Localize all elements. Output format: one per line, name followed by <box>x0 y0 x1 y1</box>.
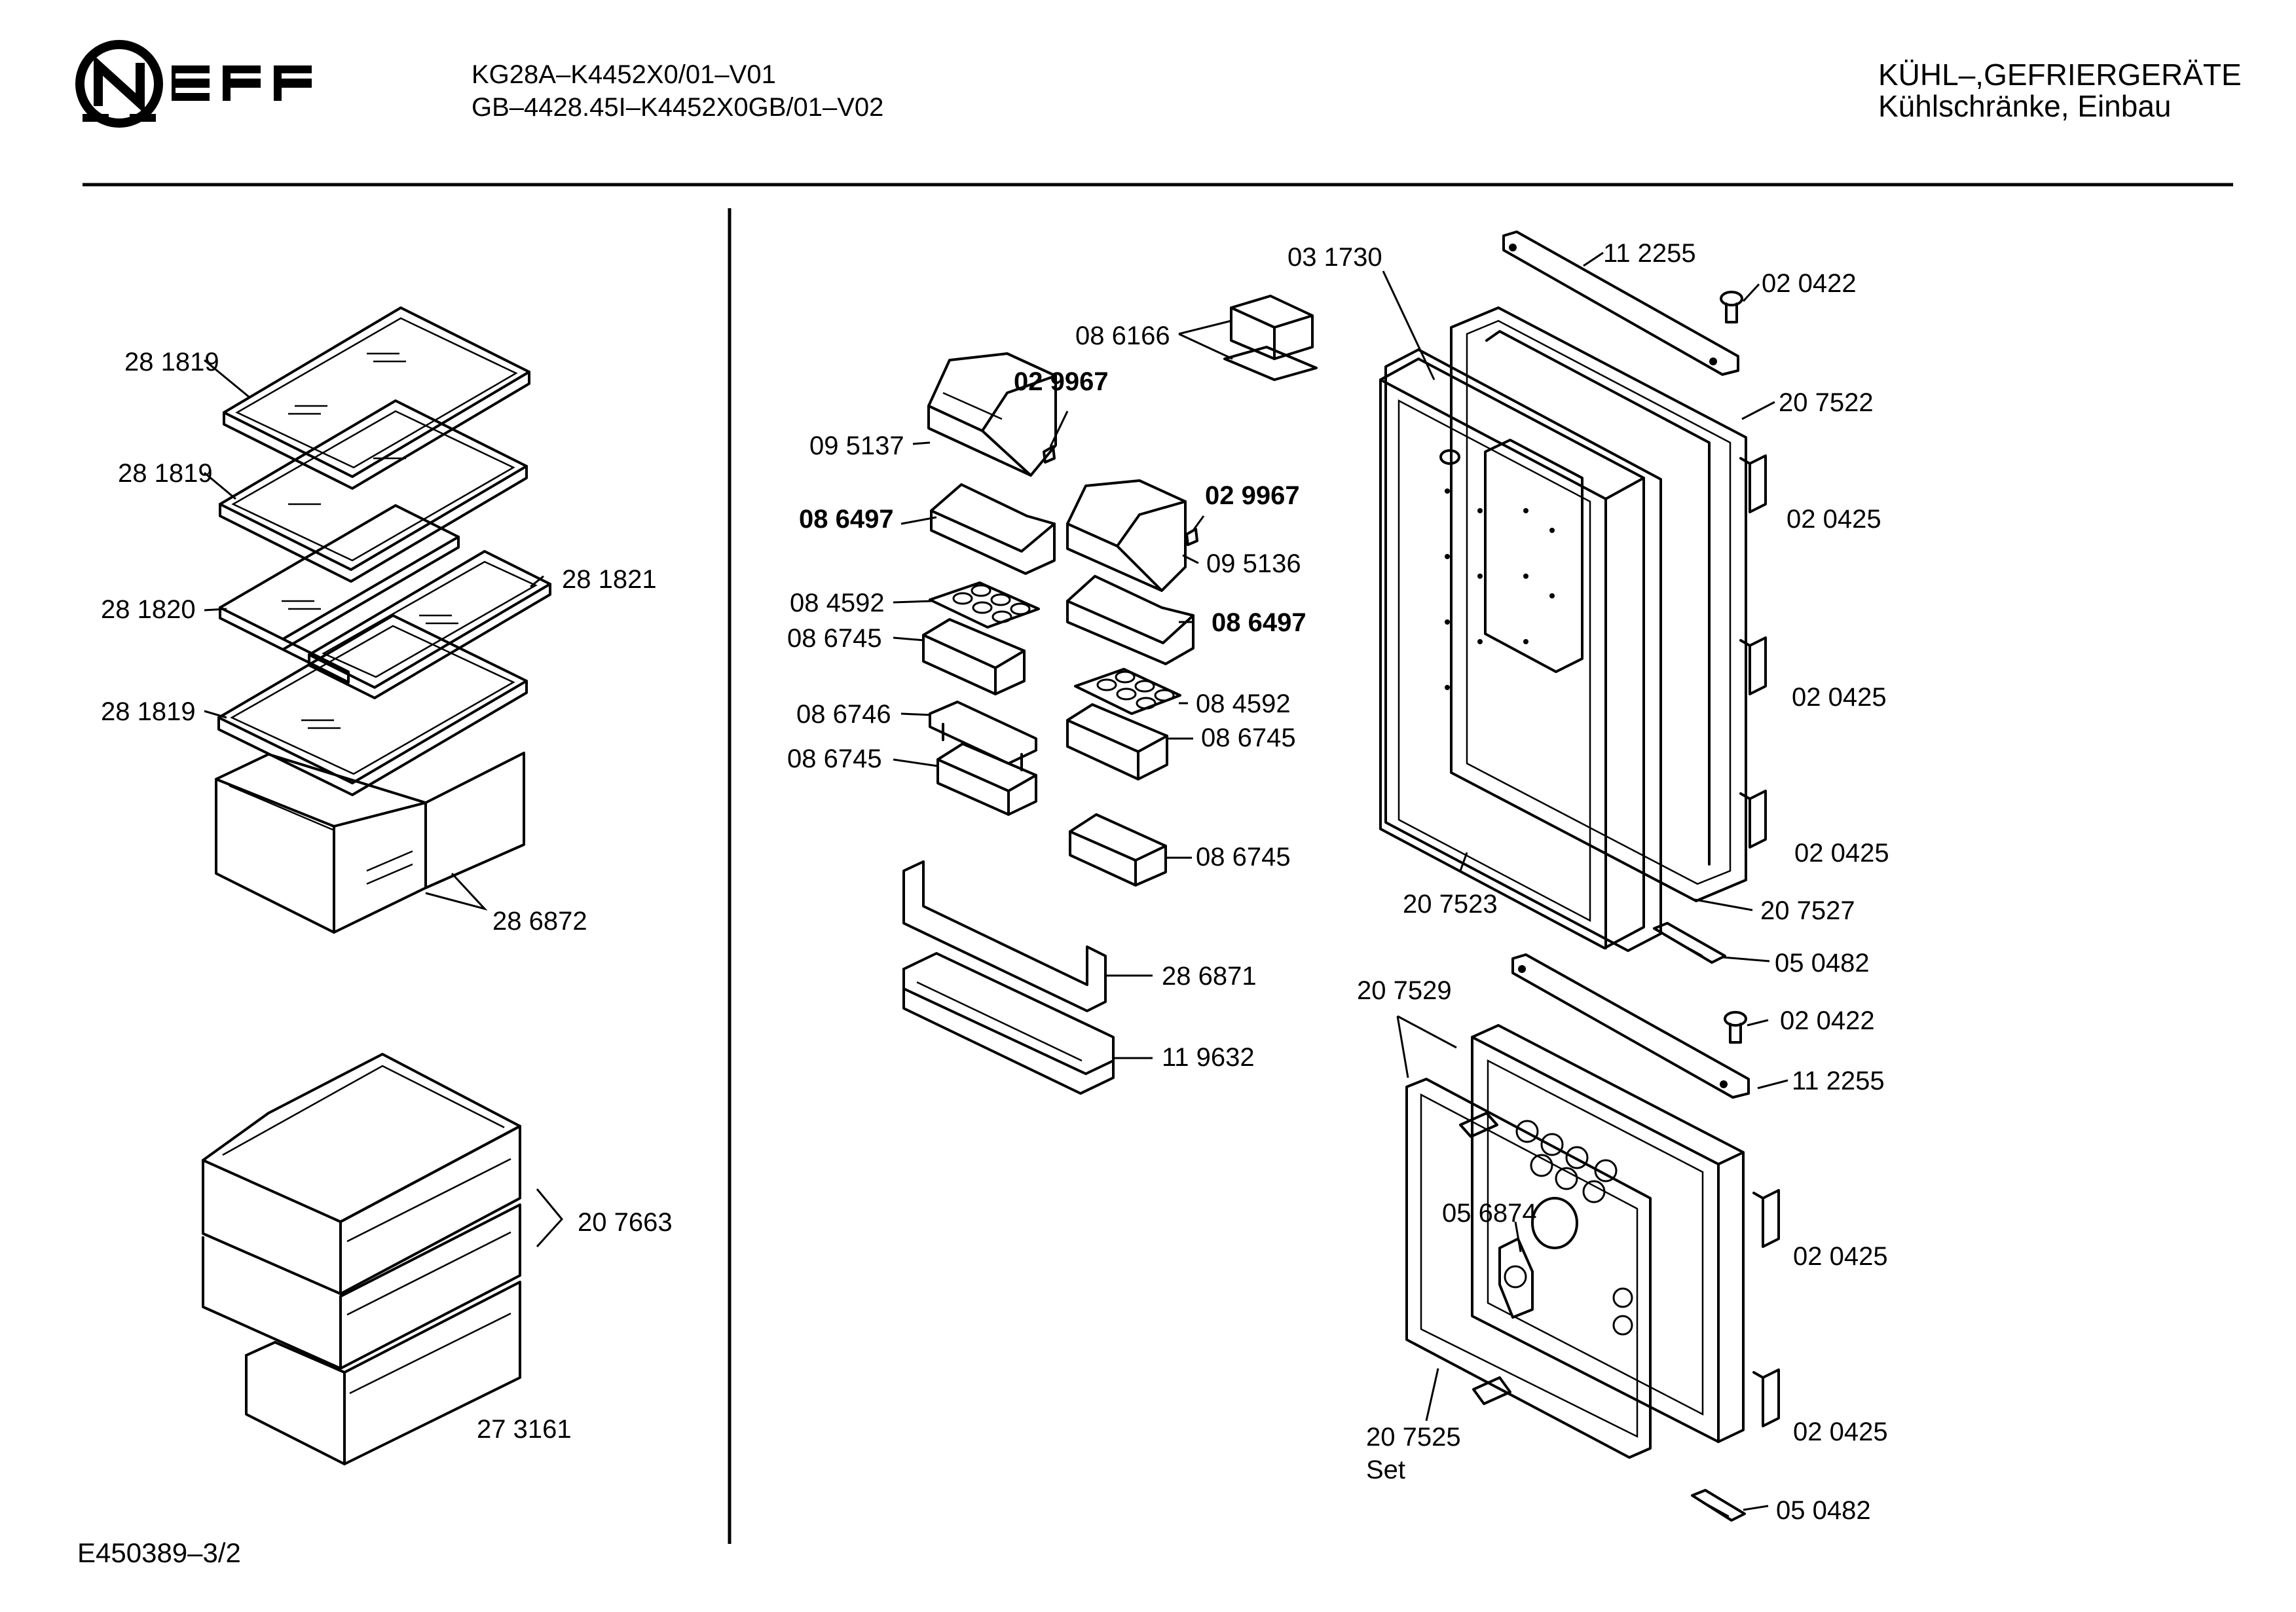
label-clip-1: 02 0425 <box>1787 505 1881 534</box>
freezer-drawers <box>202 1053 521 1465</box>
label-egg-tray-1: 08 4592 <box>790 589 885 617</box>
door-shelf-right <box>1066 575 1194 665</box>
label-shelf-bottom: 28 1819 <box>101 697 196 726</box>
glass-shelf-2 <box>219 399 528 583</box>
label-shelf-split-left: 28 1820 <box>101 595 196 624</box>
bracket-bottom <box>1691 1489 1746 1522</box>
clips-upper <box>1739 454 1767 849</box>
label-screw-bottom: 02 0422 <box>1780 1006 1875 1035</box>
freezer-door-seal <box>1405 1078 1652 1459</box>
crisper-drawers <box>215 752 525 934</box>
label-butter-lid: 08 6166 <box>1075 321 1170 350</box>
left-leader-lines <box>204 359 563 1248</box>
middle-leader-lines <box>893 320 1233 1059</box>
label-hinge-bar-top: 11 2255 <box>1603 239 1696 268</box>
butter-compartment <box>1223 295 1318 381</box>
door-shelf-left <box>930 483 1056 575</box>
right-leader-lines <box>1382 251 1788 1511</box>
label-clip-4: 02 0425 <box>1793 1242 1888 1271</box>
hinge-bar-top <box>1502 230 1739 376</box>
door-bin-left <box>927 352 1057 477</box>
egg-holder-2 <box>936 742 1037 816</box>
door-bin-right <box>1066 479 1187 592</box>
split-shelf-right <box>308 550 551 699</box>
egg-holder-1 <box>922 618 1026 695</box>
bottle-shelf-guard <box>902 860 1107 1012</box>
clips-lower <box>1752 1189 1780 1427</box>
label-door-frame-top: 20 7522 <box>1779 388 1874 417</box>
label-door-inner-top: 20 7523 <box>1403 890 1498 919</box>
label-clip-3: 02 0425 <box>1794 839 1889 868</box>
split-shelf-left <box>219 504 460 684</box>
label-door-outer-top: 20 7527 <box>1760 896 1855 925</box>
label-freezer-door-frame: 20 7529 <box>1357 976 1452 1005</box>
label-shelf-top: 28 1819 <box>124 348 219 376</box>
label-egg-tray-2: 08 4592 <box>1196 689 1291 718</box>
label-bracket-top: 05 0482 <box>1775 949 1870 978</box>
label-bottle-holder: 08 6746 <box>796 700 891 729</box>
label-pin-1: 02 9967 <box>1014 367 1109 396</box>
label-clip-5: 02 0425 <box>1793 1418 1888 1446</box>
small-tray <box>1069 813 1167 887</box>
freezer-door <box>1471 1024 1745 1443</box>
label-shelf-left: 08 6497 <box>799 505 894 534</box>
door-frame-top <box>1450 306 1747 902</box>
glass-shelf-top <box>223 306 530 490</box>
label-seal-set: 20 7525 <box>1366 1423 1461 1452</box>
bottle-shelf <box>902 952 1115 1095</box>
bottle-holder <box>929 701 1037 771</box>
screw-bottom <box>1724 1011 1747 1044</box>
label-bracket-bottom: 05 0482 <box>1776 1496 1871 1525</box>
label-freezer-drawer: 20 7663 <box>578 1208 673 1237</box>
label-egg-holder-3: 08 6745 <box>1201 724 1296 752</box>
egg-tray-1 <box>929 581 1040 629</box>
door-pins <box>1043 445 1198 546</box>
label-shelf-2: 28 1819 <box>118 459 213 488</box>
label-shelf-right: 08 6497 <box>1212 608 1306 637</box>
hinge-bar-bottom <box>1511 953 1750 1099</box>
label-thermostat: 05 6874 <box>1442 1199 1537 1228</box>
label-bin-right: 09 5136 <box>1206 549 1301 578</box>
label-hinge-bar-bottom: 11 2255 <box>1792 1067 1885 1095</box>
model-number-line-2: GB–4428.45I–K4452X0GB/01–V02 <box>472 93 884 122</box>
label-bottle-shelf-guard: 28 6871 <box>1162 962 1257 991</box>
drawing-number: E450389–3/2 <box>77 1537 241 1568</box>
neff-logo <box>75 40 312 128</box>
label-screw-top: 02 0422 <box>1762 269 1857 298</box>
model-number-line-1: KG28A–K4452X0/01–V01 <box>472 60 776 89</box>
label-bottle-shelf: 11 9632 <box>1162 1043 1255 1072</box>
egg-holder-3 <box>1066 703 1168 780</box>
glass-shelf-bottom <box>217 614 528 796</box>
label-seal-set-note: Set <box>1366 1456 1405 1484</box>
screw-top <box>1720 291 1743 323</box>
label-small-tray: 08 6745 <box>1196 843 1291 871</box>
label-shelf-split-right: 28 1821 <box>562 565 657 594</box>
label-clip-2: 02 0425 <box>1792 683 1887 712</box>
label-crisper: 28 6872 <box>492 907 587 936</box>
label-bin-left: 09 5137 <box>809 431 904 460</box>
category-line-2: Kühlschränke, Einbau <box>1878 89 2172 123</box>
category-line-1: KÜHL–,GEFRIERGERÄTE <box>1878 58 2242 92</box>
label-egg-holder-2: 08 6745 <box>787 744 882 773</box>
label-egg-holder-1: 08 6745 <box>787 624 882 653</box>
bracket-top <box>1653 922 1726 964</box>
label-freezer-drawer-bottom: 27 3161 <box>477 1415 572 1444</box>
label-door-seal-top: 03 1730 <box>1287 243 1382 272</box>
egg-tray-2 <box>1074 668 1181 715</box>
label-pin-2: 02 9967 <box>1205 481 1300 510</box>
door-inner-top <box>1379 357 1645 949</box>
